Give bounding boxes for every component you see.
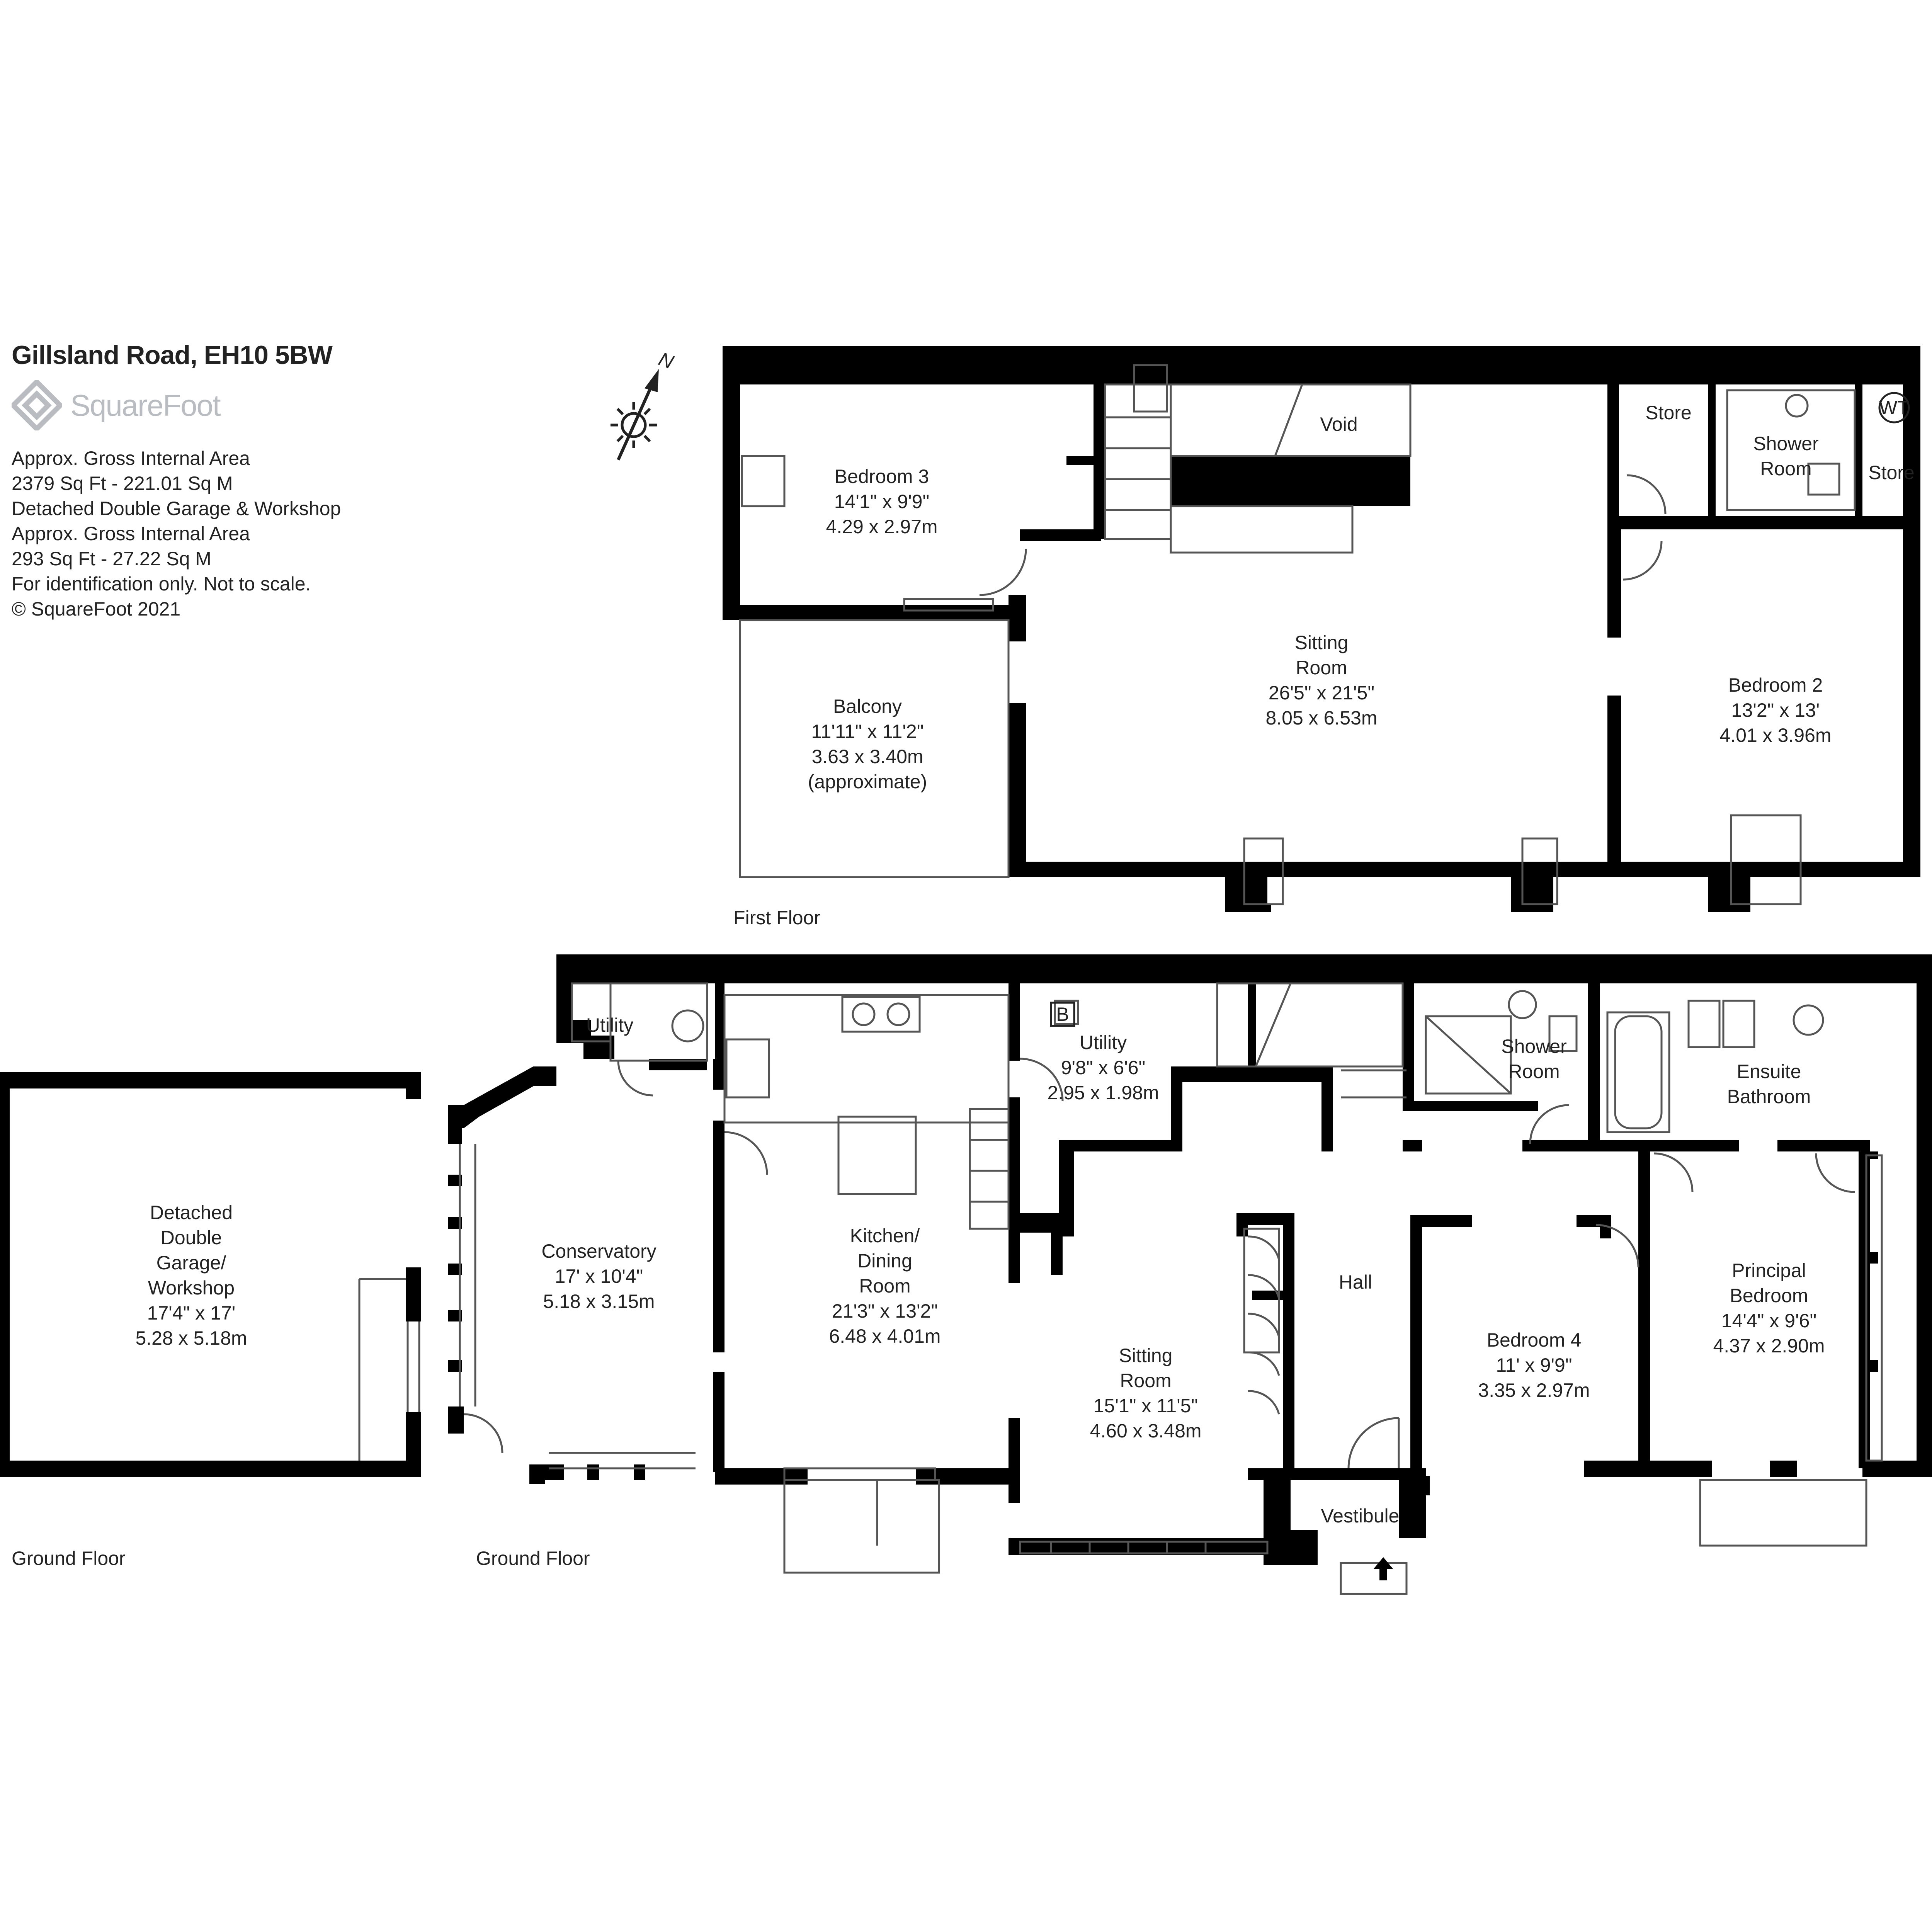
room-bedroom-2-name: Bedroom 2 <box>1728 674 1823 696</box>
floor-label-ground-garage: Ground Floor <box>12 1548 126 1569</box>
room-hall: Hall <box>1339 1271 1372 1293</box>
room-balcony-note: (approximate) <box>808 771 927 793</box>
garage-details <box>358 1278 420 1461</box>
room-store-2: Store <box>1868 462 1915 483</box>
compass: N <box>611 348 677 461</box>
room-sitting-first-metric: 8.05 x 6.53m <box>1265 707 1377 729</box>
room-garage-metric: 5.28 x 5.18m <box>135 1327 247 1349</box>
wt-icon <box>1878 392 1910 423</box>
room-kitchen-1: Kitchen/ <box>850 1225 920 1247</box>
room-wt: WT <box>1879 397 1909 418</box>
area-value-1: 2379 Sq Ft - 221.01 Sq M <box>12 473 233 494</box>
room-garage-4: Workshop <box>148 1277 235 1299</box>
room-shower-first-2: Room <box>1760 458 1811 480</box>
room-ensuite-1: Ensuite <box>1737 1061 1801 1082</box>
room-conservatory-imperial: 17' x 10'4" <box>555 1265 643 1287</box>
room-garage-imperial: 17'4" x 17' <box>147 1302 236 1324</box>
room-sitting-ground-1: Sitting <box>1119 1345 1173 1366</box>
room-sitting-ground-metric: 4.60 x 3.48m <box>1090 1420 1201 1442</box>
room-balcony-metric: 3.63 x 3.40m <box>811 746 923 767</box>
first-floor-walls <box>723 346 1920 912</box>
sun-icon <box>611 402 657 448</box>
room-principal-imperial: 14'4" x 9'6" <box>1721 1310 1816 1332</box>
room-sitting-ground-2: Room <box>1120 1370 1171 1391</box>
north-arrow-icon <box>617 369 659 461</box>
room-bedroom-3-name: Bedroom 3 <box>835 466 929 487</box>
room-utility-metric: 2.95 x 1.98m <box>1047 1082 1159 1104</box>
room-kitchen-imperial: 21'3" x 13'2" <box>832 1300 938 1322</box>
compass-letter: N <box>656 348 677 373</box>
room-store-1: Store <box>1645 402 1692 423</box>
ground-floor-room-labels: Utility Conservatory 17' x 10'4" 5.18 x … <box>541 1002 1825 1527</box>
room-utility-small: Utility <box>586 1014 633 1036</box>
room-bedroom-3-imperial: 14'1" x 9'9" <box>834 491 929 512</box>
area-label-1: Approx. Gross Internal Area <box>12 447 250 469</box>
room-vestibule: Vestibule <box>1321 1505 1400 1527</box>
room-utility-imperial: 9'8" x 6'6" <box>1061 1057 1146 1078</box>
room-garage-3: Garage/ <box>156 1252 226 1274</box>
floor-label-first: First Floor <box>733 907 820 929</box>
room-shower-first-1: Shower <box>1753 433 1819 454</box>
room-ensuite-2: Bathroom <box>1727 1086 1811 1107</box>
ground-floor-details <box>459 982 1883 1595</box>
brand-logo: SquareFoot <box>12 380 437 430</box>
room-principal-metric: 4.37 x 2.90m <box>1713 1335 1825 1357</box>
room-sitting-first-imperial: 26'5" x 21'5" <box>1269 682 1374 704</box>
room-utility-name: Utility <box>1080 1032 1127 1053</box>
room-balcony-name: Balcony <box>833 696 902 717</box>
garage-label: Detached Double Garage & Workshop <box>12 498 341 519</box>
first-floor-details <box>739 364 1856 905</box>
room-conservatory-name: Conservatory <box>541 1240 656 1262</box>
first-floor-room-labels: Void Bedroom 3 14'1" x 9'9" 4.29 x 2.97m… <box>808 392 1915 793</box>
room-bedroom-4-imperial: 11' x 9'9" <box>1496 1354 1572 1376</box>
garage-plan: Detached Double Garage/ Workshop 17'4" x… <box>0 1072 421 1569</box>
room-bedroom-2-metric: 4.01 x 3.96m <box>1719 724 1831 746</box>
room-kitchen-3: Room <box>859 1275 910 1297</box>
boiler-icon <box>1050 1002 1075 1027</box>
room-void: Void <box>1320 413 1357 435</box>
entrance-arrow-icon <box>1374 1557 1393 1580</box>
room-bedroom-2-imperial: 13'2" x 13' <box>1731 699 1820 721</box>
room-shower-ground-2: Room <box>1508 1061 1560 1082</box>
brand-name: SquareFoot <box>70 388 221 422</box>
room-bedroom-4-metric: 3.35 x 2.97m <box>1478 1379 1590 1401</box>
room-garage-1: Detached <box>150 1202 233 1223</box>
copyright: © SquareFoot 2021 <box>12 598 181 620</box>
room-balcony-imperial: 11'11" x 11'2" <box>811 721 924 742</box>
first-floor-plan: Void Bedroom 3 14'1" x 9'9" 4.29 x 2.97m… <box>723 346 1920 929</box>
garage-walls <box>0 1072 421 1477</box>
room-sitting-ground-imperial: 15'1" x 11'5" <box>1094 1395 1198 1417</box>
disclaimer: For identification only. Not to scale. <box>12 573 311 595</box>
property-title: Gillsland Road, EH10 5BW <box>12 340 333 370</box>
squarefoot-logo-icon <box>12 380 62 430</box>
floor-label-ground-main: Ground Floor <box>476 1548 590 1569</box>
area-label-2: Approx. Gross Internal Area <box>12 523 250 544</box>
room-sitting-first-name-2: Room <box>1296 657 1347 679</box>
room-bedroom-3-metric: 4.29 x 2.97m <box>826 516 937 537</box>
property-info: Gillsland Road, EH10 5BW SquareFoot Appr… <box>12 340 437 622</box>
room-bedroom-4-name: Bedroom 4 <box>1487 1329 1582 1351</box>
room-principal-2: Bedroom <box>1730 1285 1808 1306</box>
room-kitchen-2: Dining <box>857 1250 912 1272</box>
ground-floor-plan: Utility Conservatory 17' x 10'4" 5.18 x … <box>448 954 1932 1595</box>
room-boiler: B <box>1056 1003 1069 1025</box>
room-sitting-first-name-1: Sitting <box>1295 632 1349 653</box>
garage-room-labels: Detached Double Garage/ Workshop 17'4" x… <box>135 1202 247 1349</box>
area-value-2: 293 Sq Ft - 27.22 Sq M <box>12 548 211 570</box>
room-conservatory-metric: 5.18 x 3.15m <box>543 1291 655 1312</box>
room-garage-2: Double <box>161 1227 222 1248</box>
ground-floor-walls <box>448 954 1932 1565</box>
room-shower-ground-1: Shower <box>1501 1036 1567 1057</box>
room-kitchen-metric: 6.48 x 4.01m <box>829 1325 940 1347</box>
room-principal-1: Principal <box>1732 1260 1806 1281</box>
